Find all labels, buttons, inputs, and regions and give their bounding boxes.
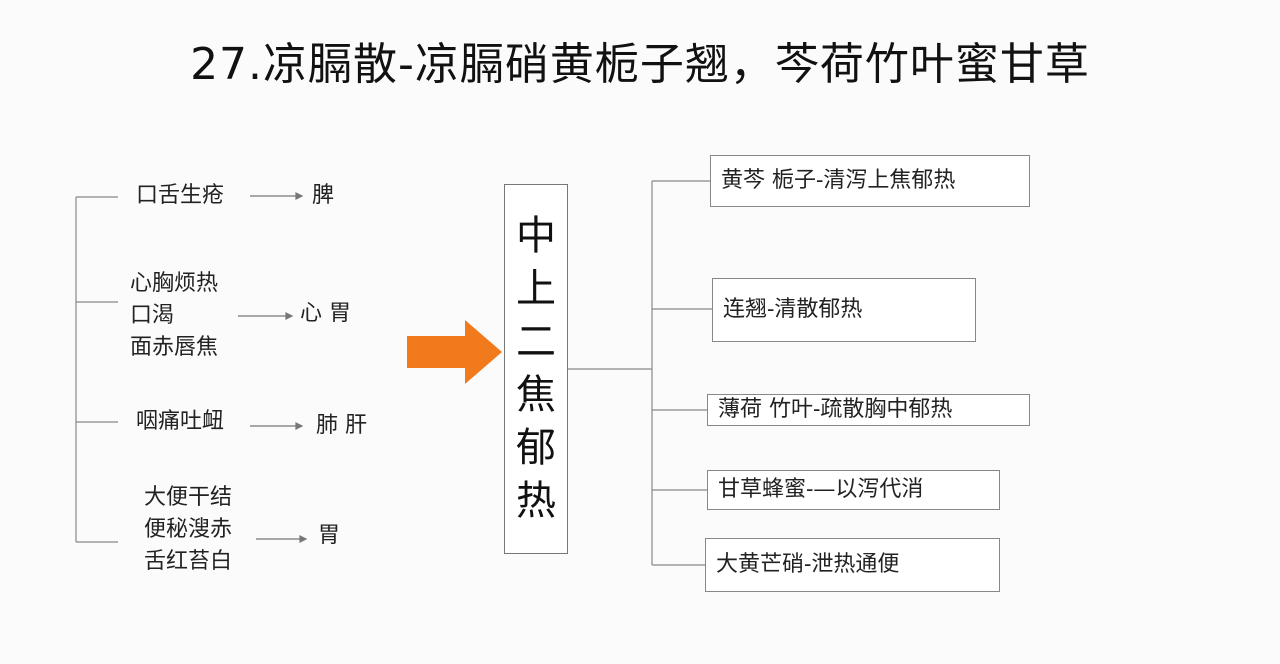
symptom-text: 心胸烦热 bbox=[130, 271, 219, 296]
organ-text: 心 胃 bbox=[300, 301, 351, 326]
organ-text: 肺 肝 bbox=[316, 413, 367, 438]
center-char: 郁 bbox=[516, 425, 556, 471]
symptom-text: 便秘溲赤 bbox=[144, 517, 233, 542]
big-arrow-icon bbox=[407, 320, 502, 384]
organ-text: 胃 bbox=[318, 523, 341, 548]
symptom-text: 口渴 bbox=[130, 303, 175, 328]
symptom-text: 舌红苔白 bbox=[144, 549, 233, 574]
herb-box: 黄芩 栀子-清泻上焦郁热 bbox=[710, 155, 1030, 207]
herb-box: 连翘-清散郁热 bbox=[712, 278, 976, 342]
herb-box: 甘草蜂蜜-—以泻代消 bbox=[707, 470, 1000, 510]
center-box: 中 上 二 焦 郁 热 bbox=[504, 184, 568, 554]
organ-text: 脾 bbox=[312, 183, 335, 208]
herb-box: 大黄芒硝-泄热通便 bbox=[705, 538, 1000, 592]
symptom-text: 大便干结 bbox=[144, 485, 233, 510]
center-char: 热 bbox=[516, 478, 556, 524]
center-char: 中 bbox=[516, 213, 556, 259]
symptom-text: 面赤唇焦 bbox=[130, 335, 219, 360]
center-char: 焦 bbox=[516, 372, 556, 418]
page-title: 27.凉膈散-凉膈硝黄栀子翘，芩荷竹叶蜜甘草 bbox=[190, 39, 1090, 90]
center-char: 二 bbox=[516, 319, 556, 365]
symptom-text: 口舌生疮 bbox=[136, 183, 225, 208]
center-char: 上 bbox=[516, 266, 556, 312]
herb-box: 薄荷 竹叶-疏散胸中郁热 bbox=[707, 394, 1030, 426]
symptom-text: 咽痛吐衄 bbox=[136, 409, 225, 434]
